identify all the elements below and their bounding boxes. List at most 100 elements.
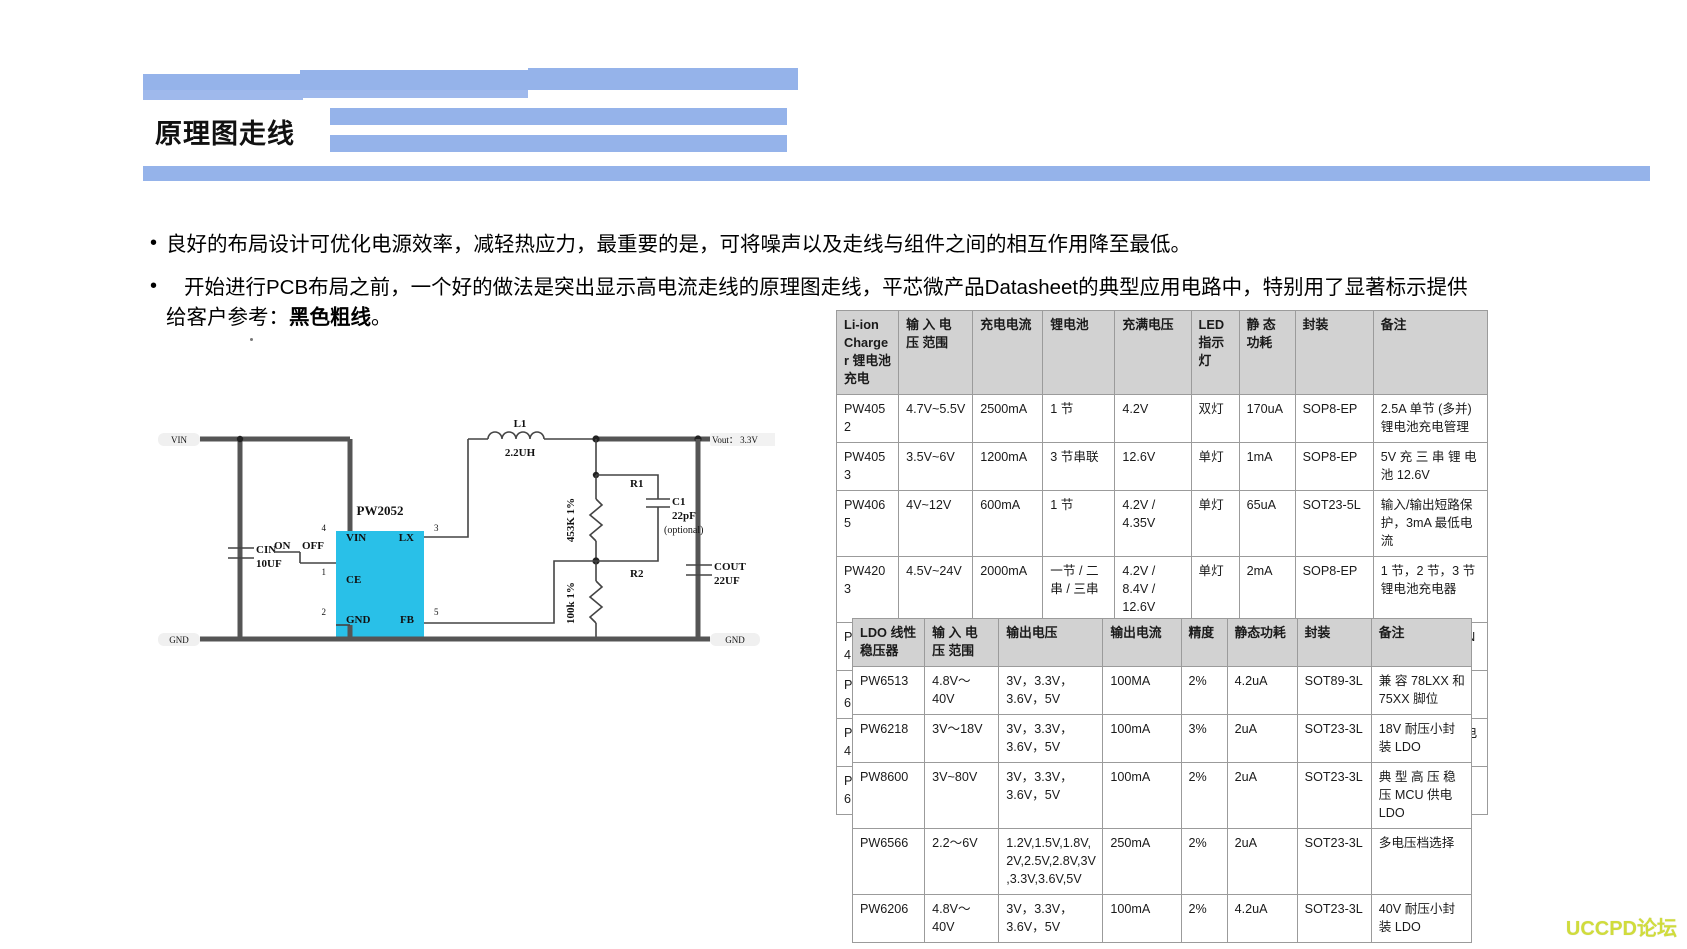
table-row: PW4053 3.5V~6V 1200mA 3 节串联 12.6V 单灯 1mA… <box>835 442 1489 491</box>
cell-cells: 1 节 <box>1042 490 1116 557</box>
cell-note: 5V 充 三 串 锂 电 池 12.6V <box>1372 442 1489 491</box>
cell-acc: 2% <box>1180 666 1228 715</box>
cell-iq: 170uA <box>1238 394 1296 443</box>
port-gnd-left-label: GND <box>169 635 189 645</box>
cell-vout: 3V，3.3V，3.6V，5V <box>998 714 1104 763</box>
header-decor-bar-3 <box>528 68 798 90</box>
col-header-iq: 静 态 功耗 <box>1238 310 1296 395</box>
cell-iq: 65uA <box>1238 490 1296 557</box>
resistor-R1-symbol <box>588 498 604 542</box>
col-header-cells: 锂电池 <box>1042 310 1116 395</box>
cell-vin: 4.5V~24V <box>898 556 974 623</box>
cell-iout: 100mA <box>1102 762 1182 829</box>
ldo-products-table: LDO 线性稳压器 输 入 电 压 范围 输出电压 输出电流 精度 静态功耗 封… <box>851 618 1473 943</box>
fb-feedback-wire <box>424 560 596 624</box>
cell-led: 单灯 <box>1190 556 1240 623</box>
header-decor-bar-2 <box>300 70 530 86</box>
table-row: PW4065 4V~12V 600mA 1 节 4.2V / 4.35V 单灯 … <box>835 490 1489 557</box>
r1-label: R1 <box>630 478 643 490</box>
cell-iout: 100mA <box>1102 894 1182 943</box>
cell-iq: 1mA <box>1238 442 1296 491</box>
cell-pkg: SOT23-3L <box>1296 828 1372 895</box>
bullet-text-2-emphasis: 黑色粗线 <box>289 306 371 329</box>
bullet-text-2-part1: 开始进行PCB布局之前，一个好的做法是突出显示高电流走线的原理图走线，平芯微产品… <box>166 276 1468 329</box>
cell-acc: 2% <box>1180 894 1228 943</box>
cin-value: 10UF <box>256 558 282 570</box>
cell-note: 典 型 高 压 稳 压 MCU 供电 LDO <box>1370 762 1473 829</box>
pin-number-gnd: 2 <box>322 607 327 617</box>
cell-led: 单灯 <box>1190 490 1240 557</box>
cell-iq: 2uA <box>1226 714 1298 763</box>
table-header-row: Li-ion Charger 锂电池充电 输 入 电 压 范围 充电电流 锂电池… <box>835 310 1489 395</box>
cell-note: 输入/输出短路保护，3mA 最低电流 <box>1372 490 1489 557</box>
cell-part: PW6513 <box>851 666 926 715</box>
cell-iq: 4.2uA <box>1226 666 1298 715</box>
col-header-acc: 精度 <box>1180 618 1228 667</box>
chip-label: PW2052 <box>357 503 404 518</box>
col-header-led: LED 指示灯 <box>1190 310 1240 395</box>
table-row: PW6513 4.8V～40V 3V，3.3V，3.6V，5V 100MA 2%… <box>851 666 1473 715</box>
cell-iq: 2uA <box>1226 828 1298 895</box>
cell-pkg: SOT23-3L <box>1296 714 1372 763</box>
cell-note: 兼 容 78LXX 和 75XX 脚位 <box>1370 666 1473 715</box>
cell-pkg: SOT23-3L <box>1296 894 1372 943</box>
bullet-item-1: • 良好的布局设计可优化电源效率，减轻热应力，最重要的是，可将噪声以及走线与组件… <box>150 230 1500 260</box>
col-header-iq: 静态功耗 <box>1226 618 1298 667</box>
col-header-pkg: 封装 <box>1294 310 1374 395</box>
port-vin-pill <box>158 433 200 446</box>
cell-note: 1 节，2 节，3 节锂电池充电器 <box>1372 556 1489 623</box>
cout-value: 22UF <box>714 575 740 587</box>
cell-part: PW4065 <box>835 490 900 557</box>
schematic-diagram: .thin{stroke:#444;stroke-width:1.6;fill:… <box>150 415 775 675</box>
pin-label-vin: VIN <box>346 532 366 544</box>
cell-vout: 3V，3.3V，3.6V，5V <box>998 762 1104 829</box>
cell-ichg: 600mA <box>972 490 1044 557</box>
cell-vfull: 12.6V <box>1114 442 1192 491</box>
cell-part: PW6206 <box>851 894 926 943</box>
col-header-vin: 输 入 电 压 范围 <box>898 310 974 395</box>
cell-ichg: 2000mA <box>972 556 1044 623</box>
cin-label: CIN <box>256 544 276 556</box>
bullet-text-1: 良好的布局设计可优化电源效率，减轻热应力，最重要的是，可将噪声以及走线与组件之间… <box>166 233 1191 256</box>
col-header-vin: 输 入 电 压 范围 <box>924 618 1000 667</box>
port-vin-label: VIN <box>171 435 187 445</box>
cell-iout: 250mA <box>1102 828 1182 895</box>
cell-part: PW8600 <box>851 762 926 829</box>
pin-label-ce: CE <box>346 574 361 586</box>
pin-label-gnd: GND <box>346 614 371 626</box>
cell-note: 2.5A 单节 (多并) 锂电池充电管理 <box>1372 394 1489 443</box>
bullet-item-2: • 开始进行PCB布局之前，一个好的做法是突出显示高电流走线的原理图走线，平芯微… <box>150 273 1470 333</box>
cell-vout: 1.2V,1.5V,1.8V,2V,2.5V,2.8V,3V,3.3V,3.6V… <box>998 828 1104 895</box>
resistor-R2-symbol <box>588 580 604 624</box>
bullet-marker-icon: • <box>150 275 158 297</box>
port-vout-pill <box>710 433 775 446</box>
cell-pkg: SOP8-EP <box>1294 556 1374 623</box>
col-header-note: 备注 <box>1370 618 1473 667</box>
cell-vin: 3V～18V <box>924 714 1000 763</box>
col-header-ichg: 充电电流 <box>972 310 1044 395</box>
table-row: PW8600 3V~80V 3V，3.3V，3.6V，5V 100mA 2% 2… <box>851 762 1473 829</box>
c1-plates <box>646 498 670 508</box>
cell-note: 40V 耐压小封装 LDO <box>1370 894 1473 943</box>
cell-pkg: SOP8-EP <box>1294 394 1374 443</box>
table-row: PW4203 4.5V~24V 2000mA 一节 / 二串 / 三串 4.2V… <box>835 556 1489 623</box>
col-header-note: 备注 <box>1372 310 1489 395</box>
cell-cells: 一节 / 二串 / 三串 <box>1042 556 1116 623</box>
cell-vin: 4.7V~5.5V <box>898 394 974 443</box>
page-title: 原理图走线 <box>155 110 303 153</box>
cell-pkg: SOT23-3L <box>1296 762 1372 829</box>
r2-value: 100k 1% <box>565 582 577 624</box>
cell-led: 双灯 <box>1190 394 1240 443</box>
cell-part: PW6218 <box>851 714 926 763</box>
cell-part: PW4053 <box>835 442 900 491</box>
cell-vin: 4.8V～40V <box>924 894 1000 943</box>
bullet-marker-icon: • <box>150 232 158 254</box>
stray-dot-mark <box>250 338 253 341</box>
table-row: PW4052 4.7V~5.5V 2500mA 1 节 4.2V 双灯 170u… <box>835 394 1489 443</box>
pin-number-vin: 4 <box>322 523 327 533</box>
table-row: PW6206 4.8V～40V 3V，3.3V，3.6V，5V 100mA 2%… <box>851 894 1473 943</box>
pin-number-fb: 5 <box>434 607 439 617</box>
switch-on-label: ON <box>274 540 291 552</box>
table-header-row: LDO 线性稳压器 输 入 电 压 范围 输出电压 输出电流 精度 静态功耗 封… <box>851 618 1473 667</box>
